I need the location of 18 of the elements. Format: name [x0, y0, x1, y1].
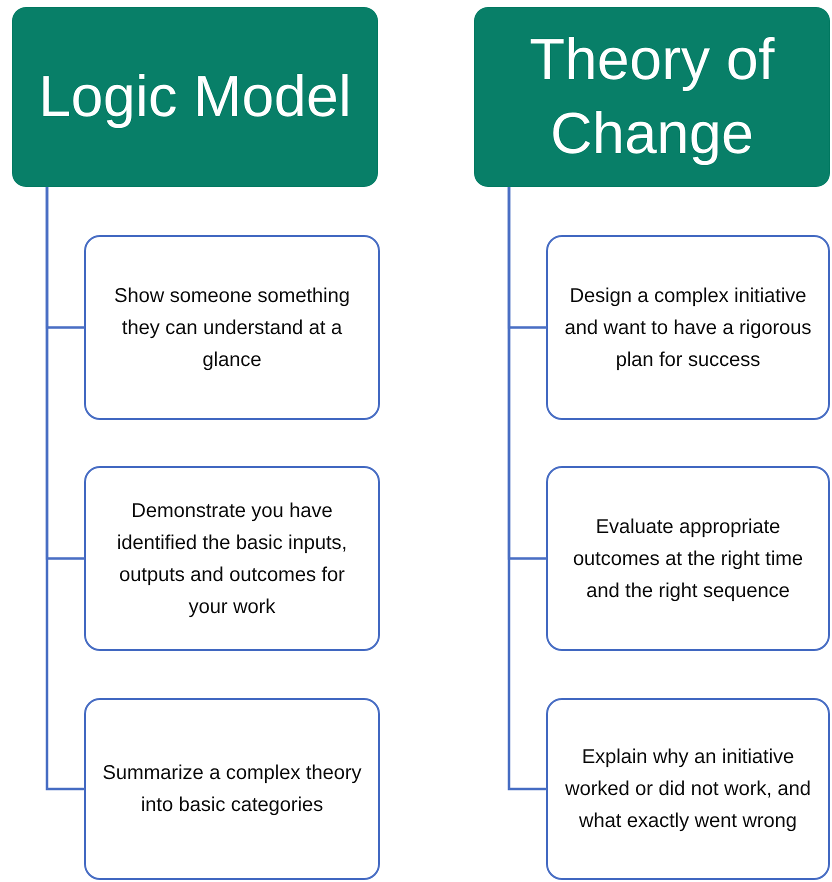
description-text: Design a complex initiative and want to have a rigorous plan for success	[564, 284, 812, 372]
process-box	[84, 235, 380, 420]
heading-text: Logic Model	[38, 62, 352, 131]
title-box	[474, 7, 830, 187]
description-text: Summarize a complex theory into basic categories	[102, 761, 362, 818]
title-box	[12, 7, 378, 187]
description-text: Evaluate appropriate outcomes at the right time and the right sequence	[572, 514, 804, 604]
process-box	[84, 466, 380, 651]
process-box	[546, 466, 830, 651]
process-box	[84, 698, 380, 880]
heading-text: Theory of Change	[528, 26, 776, 168]
description-text: Explain why an initiative worked or did not work, and what exactly went wrong	[564, 745, 812, 834]
connector-line	[46, 187, 84, 790]
process-box	[546, 235, 830, 420]
connector-line	[508, 187, 546, 790]
description-text: Demonstrate you have identified the basic inputs, outputs and outcomes for your work	[116, 498, 348, 620]
description-text: Show someone something they can understand at a glance	[113, 284, 351, 372]
process-box	[546, 698, 830, 880]
